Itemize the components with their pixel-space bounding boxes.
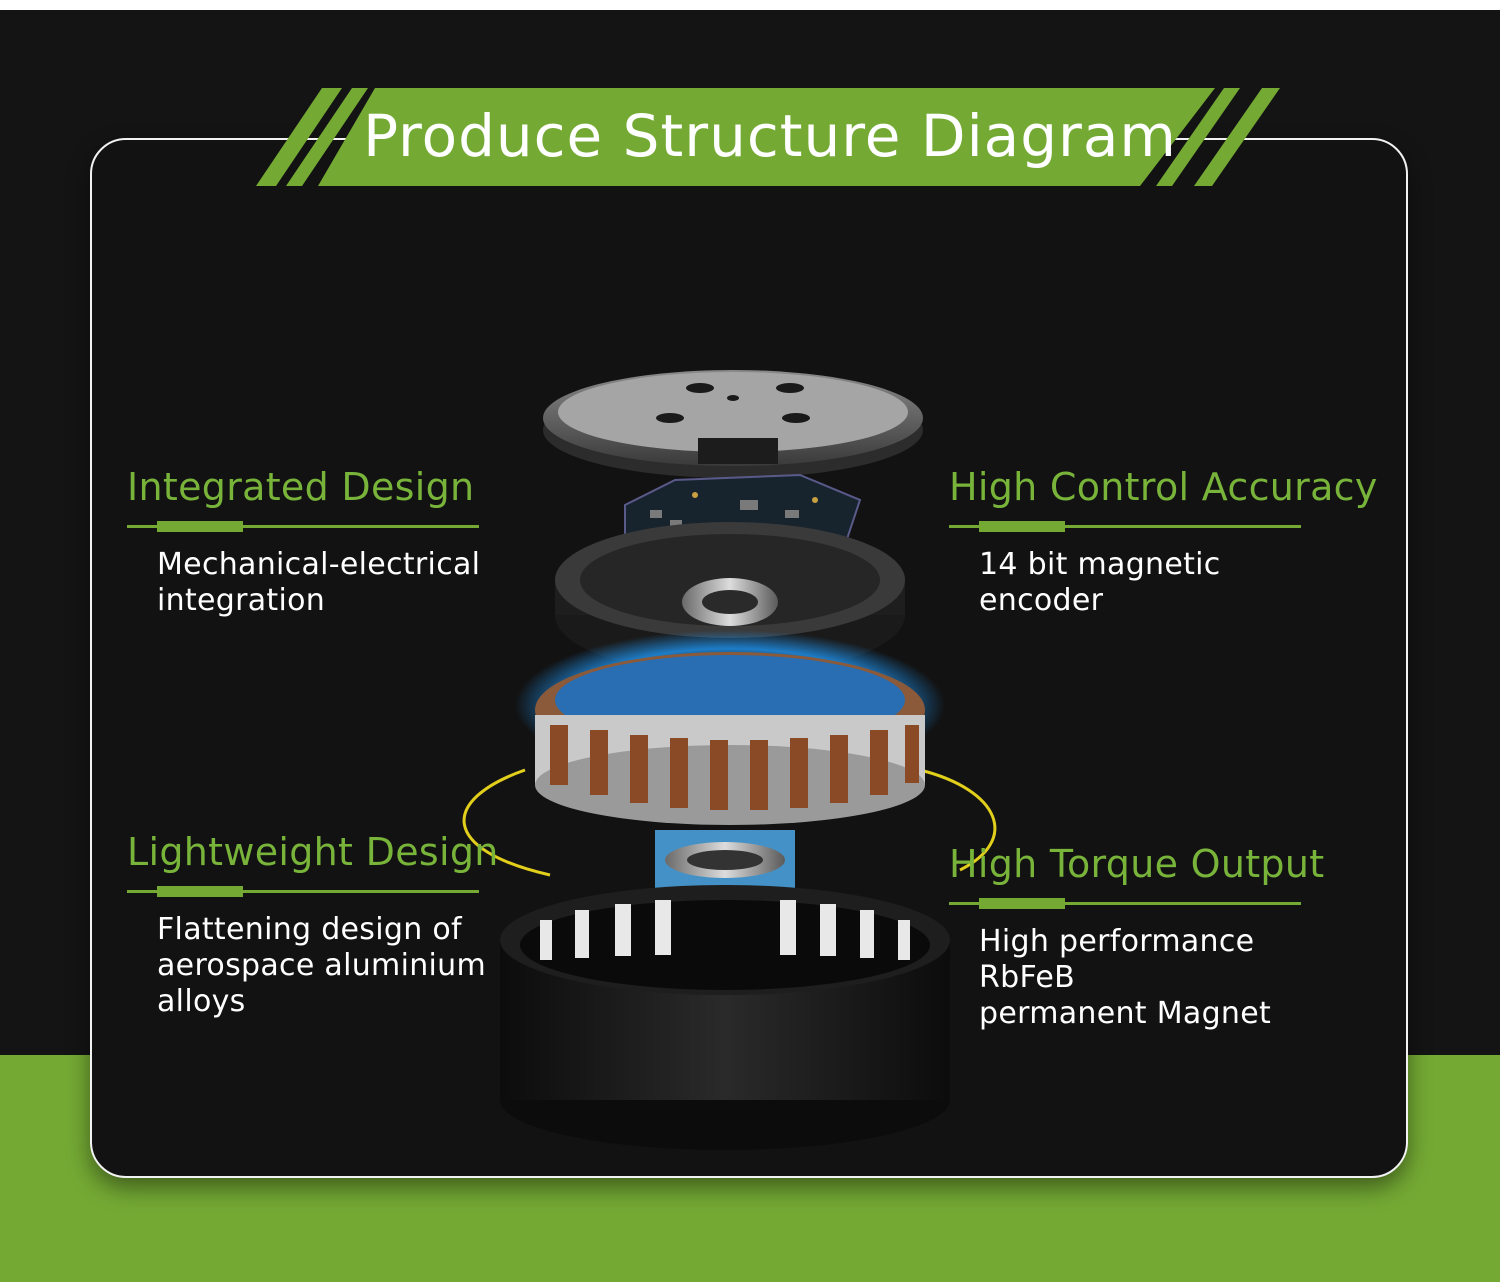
title-banner-bar <box>318 88 1215 186</box>
banner-stripe-left-2 <box>286 88 368 186</box>
feature-description: Flattening design of aerospace aluminium… <box>157 912 487 1020</box>
feature-high-control-accuracy: High Control Accuracy 14 bit magnetic en… <box>949 463 1378 619</box>
feature-description-line: aerospace aluminium <box>157 948 486 983</box>
feature-description-line: permanent Magnet <box>979 996 1272 1031</box>
feature-integrated-design: Integrated Design Mechanical-electrical … <box>127 463 487 619</box>
feature-high-torque-output: High Torque Output High performance RbFe… <box>949 840 1325 1032</box>
feature-title: High Control Accuracy <box>949 465 1378 509</box>
feature-description-line: alloys <box>157 984 246 1019</box>
feature-description: High performance RbFeB permanent Magnet <box>979 924 1309 1032</box>
feature-divider <box>949 896 1309 912</box>
feature-description-line: Mechanical-electrical <box>157 547 481 582</box>
feature-title: High Torque Output <box>949 842 1325 886</box>
feature-divider <box>949 519 1309 535</box>
feature-description-line: High performance RbFeB <box>979 924 1255 995</box>
motor-exploded-view <box>462 370 997 1150</box>
banner-stripe-right-2 <box>1194 88 1280 186</box>
stator-winding <box>515 630 945 825</box>
diagram-title: Produce Structure Diagram <box>363 102 1177 170</box>
feature-description-line: 14 bit magnetic encoder <box>979 547 1221 618</box>
yellow-accent-right <box>919 768 997 872</box>
feature-title: Lightweight Design <box>127 830 499 874</box>
feature-description: Mechanical-electrical integration <box>157 547 487 619</box>
banner-stripe-right-1 <box>1156 88 1240 186</box>
top-cover-plate <box>543 370 923 478</box>
feature-description: 14 bit magnetic encoder <box>979 547 1309 619</box>
feature-title: Integrated Design <box>127 465 475 509</box>
yellow-accent-left <box>462 768 551 877</box>
feature-divider <box>127 884 487 900</box>
feature-divider <box>127 519 487 535</box>
banner-stripe-left-1 <box>256 88 342 186</box>
rotor-housing <box>500 885 950 1150</box>
feature-lightweight-design: Lightweight Design Flattening design of … <box>127 828 499 1020</box>
feature-description-line: Flattening design of <box>157 912 462 947</box>
title-banner <box>256 88 1280 186</box>
feature-description-line: integration <box>157 583 326 618</box>
